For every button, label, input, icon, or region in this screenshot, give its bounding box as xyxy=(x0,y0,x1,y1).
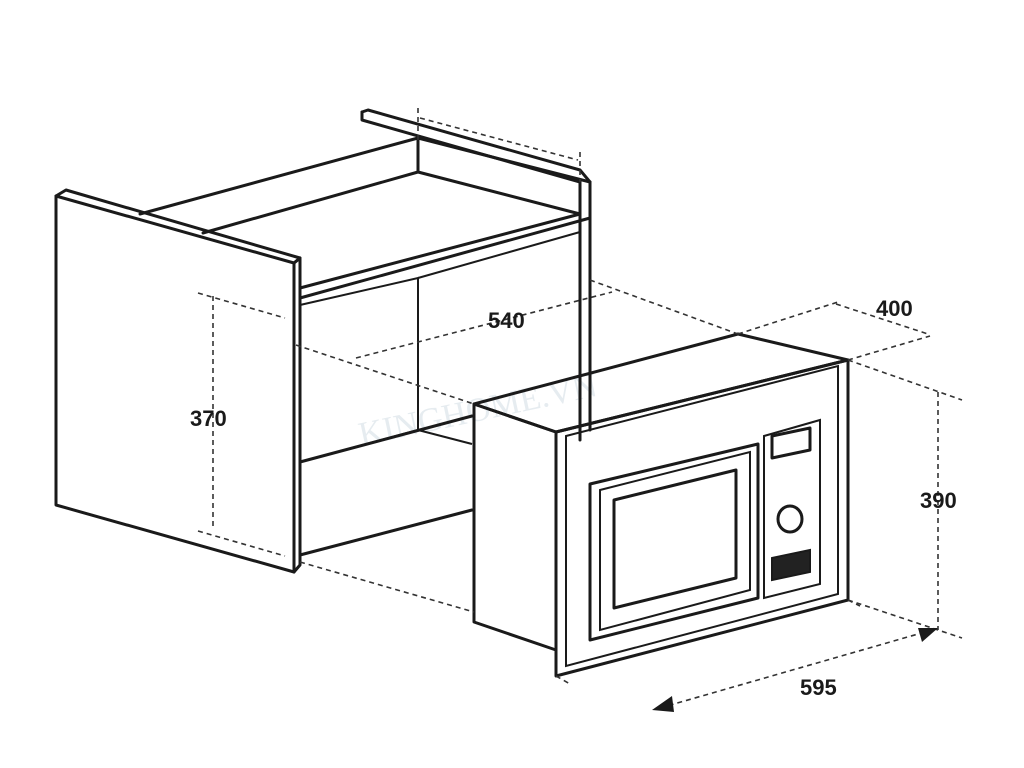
arrow-595-right xyxy=(918,628,938,642)
cabinet-top-board xyxy=(138,136,592,300)
display-icon xyxy=(770,426,812,460)
label-appliance-width: 595 xyxy=(800,675,837,700)
microwave-window xyxy=(612,468,738,610)
dim-line-540 xyxy=(355,291,613,359)
label-cabinet-inner-width: 540 xyxy=(488,308,525,333)
microwave-side xyxy=(472,402,558,652)
label-appliance-height: 390 xyxy=(920,488,957,513)
label-appliance-depth: 400 xyxy=(876,296,913,321)
microwave-door xyxy=(588,442,760,642)
microwave-front-inner xyxy=(565,364,839,668)
microwave-control-panel xyxy=(763,418,821,600)
label-cabinet-inner-height: 370 xyxy=(190,406,227,431)
dim-line-400 xyxy=(835,303,929,335)
dim-line-595 xyxy=(659,629,933,709)
cabinet-left-panel xyxy=(54,194,296,574)
dim-line-top xyxy=(419,117,579,161)
dimension-lines xyxy=(212,117,939,712)
control-buttons-icon xyxy=(771,548,811,582)
extension-lines xyxy=(197,108,963,685)
cabinet xyxy=(54,108,592,574)
dial-knob-icon xyxy=(776,504,804,534)
arrow-595-left xyxy=(652,696,674,712)
